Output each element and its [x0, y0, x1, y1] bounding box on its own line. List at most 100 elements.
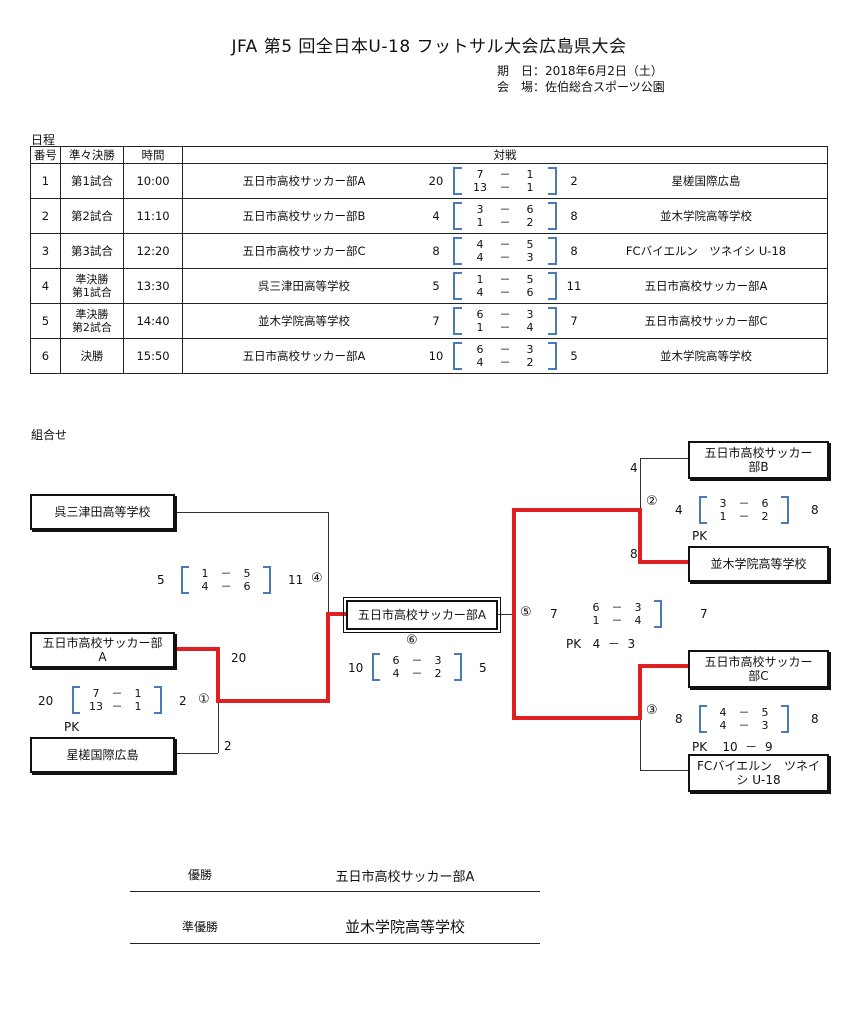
m2-right-total: 8	[811, 503, 819, 517]
team-box-namiki: 並木学院高等学校	[688, 546, 829, 582]
half-scores: 6－3 4－2	[453, 342, 557, 370]
champion-box: 五日市高校サッカー部A	[343, 597, 501, 633]
bracket-line	[640, 458, 688, 459]
winner-line	[175, 647, 218, 651]
half-scores: 4－5 4－3	[453, 237, 557, 265]
runner-up-label: 準優勝	[181, 920, 218, 934]
home-total: 20	[428, 174, 444, 188]
home-total: 5	[432, 279, 440, 293]
home-total: 8	[432, 244, 440, 258]
m5-pk: PK 4 － 3	[566, 637, 636, 651]
bracket-line	[497, 614, 513, 615]
event-date: 期 日：2018年6月2日（土）	[497, 64, 663, 78]
match-mark-5: ⑤	[520, 605, 532, 620]
half-scores: 3－6 1－2	[453, 202, 557, 230]
event-venue: 会 場：佐伯総合スポーツ公園	[497, 80, 665, 94]
bracket-line	[175, 512, 328, 513]
away-total: 11	[566, 279, 582, 293]
cell-no: 3	[30, 233, 61, 269]
bracket-line	[640, 718, 641, 770]
cell-match: 五日市高校サッカー部B 4 3－6 1－2 8 並木学院高等学校	[182, 198, 828, 234]
m3-score-bracket: 4－5 4－3	[699, 705, 789, 733]
half-scores: 7－1 13－1	[453, 167, 557, 195]
cell-time: 13:30	[123, 268, 183, 304]
winner-line	[638, 508, 642, 564]
m3-pk: PK 10 － 9	[692, 740, 773, 754]
winner-line	[216, 699, 330, 703]
m4-left-total: 5	[157, 573, 165, 587]
team-box-seisa: 星槎国際広島	[30, 737, 175, 773]
m2-top-score: 4	[630, 461, 638, 475]
m5-left-total: 7	[550, 607, 558, 621]
away-team: 並木学院高等学校	[660, 349, 752, 363]
cell-time: 10:00	[123, 163, 183, 199]
cell-no: 4	[30, 268, 61, 304]
away-total: 5	[570, 349, 578, 363]
cell-time: 14:40	[123, 303, 183, 339]
team-box-itsukaichi-b: 五日市高校サッカー部B	[688, 441, 829, 479]
winner-line	[638, 560, 688, 564]
m1-pk-label: PK	[64, 720, 80, 734]
m1-score-bracket: 7－1 13－1	[72, 686, 162, 714]
bracket-line	[175, 753, 218, 754]
home-team: 並木学院高等学校	[258, 314, 350, 328]
home-total: 10	[428, 349, 444, 363]
away-total: 8	[570, 209, 578, 223]
winner-line	[512, 716, 642, 720]
bracket-line	[640, 770, 688, 771]
m2-pk-label: PK	[692, 529, 708, 543]
m4-right-total: 11	[288, 573, 304, 587]
header-no: 番号	[30, 146, 61, 164]
away-total: 2	[570, 174, 578, 188]
m5-score-bracket: 6－3 1－4	[572, 600, 662, 628]
divider	[130, 943, 540, 944]
winner-line	[326, 612, 346, 616]
winner-line	[216, 647, 220, 703]
match-mark-3: ③	[646, 703, 658, 718]
away-total: 8	[570, 244, 578, 258]
m6-score-bracket: 6－3 4－2	[372, 653, 462, 681]
header-round: 準々決勝	[59, 146, 125, 164]
home-total: 4	[432, 209, 440, 223]
team-box-fc-bayern: FCバイエルン ツネイシ U-18	[688, 754, 829, 792]
m1-top-score: 20	[231, 651, 247, 665]
m1-left-total: 20	[38, 694, 54, 708]
match-mark-1: ①	[198, 692, 210, 707]
runner-up-name: 並木学院高等学校	[344, 918, 465, 936]
cell-round: 決勝	[59, 338, 125, 374]
cell-match: 呉三津田高等学校 5 1－5 4－6 11 五日市高校サッカー部A	[182, 268, 828, 304]
winner-line	[638, 664, 642, 720]
match-mark-4: ④	[311, 571, 323, 586]
cell-round: 第3試合	[59, 233, 125, 269]
m2-score-bracket: 3－6 1－2	[699, 496, 789, 524]
half-scores: 1－5 4－6	[453, 272, 557, 300]
m6-right-total: 5	[479, 661, 487, 675]
header-match: 対戦	[182, 146, 828, 164]
divider	[130, 891, 540, 892]
cell-round: 第1試合	[59, 163, 125, 199]
cell-no: 5	[30, 303, 61, 339]
m1-bottom-score: 2	[224, 739, 232, 753]
cell-time: 11:10	[123, 198, 183, 234]
away-total: 7	[570, 314, 578, 328]
page-title: JFA 第5 回全日本U-18 フットサル大会広島県大会	[231, 37, 627, 57]
home-team: 五日市高校サッカー部A	[242, 349, 366, 363]
cell-no: 1	[30, 163, 61, 199]
bracket-label: 組合せ	[31, 428, 68, 442]
winner-line	[512, 508, 516, 720]
away-team: 五日市高校サッカー部A	[644, 279, 768, 293]
cell-no: 6	[30, 338, 61, 374]
home-team: 五日市高校サッカー部B	[242, 209, 366, 223]
home-team: 呉三津田高等学校	[258, 279, 350, 293]
m3-right-total: 8	[811, 712, 819, 726]
m3-left-total: 8	[675, 712, 683, 726]
header-time: 時間	[123, 146, 183, 164]
away-team: 五日市高校サッカー部C	[644, 314, 768, 328]
